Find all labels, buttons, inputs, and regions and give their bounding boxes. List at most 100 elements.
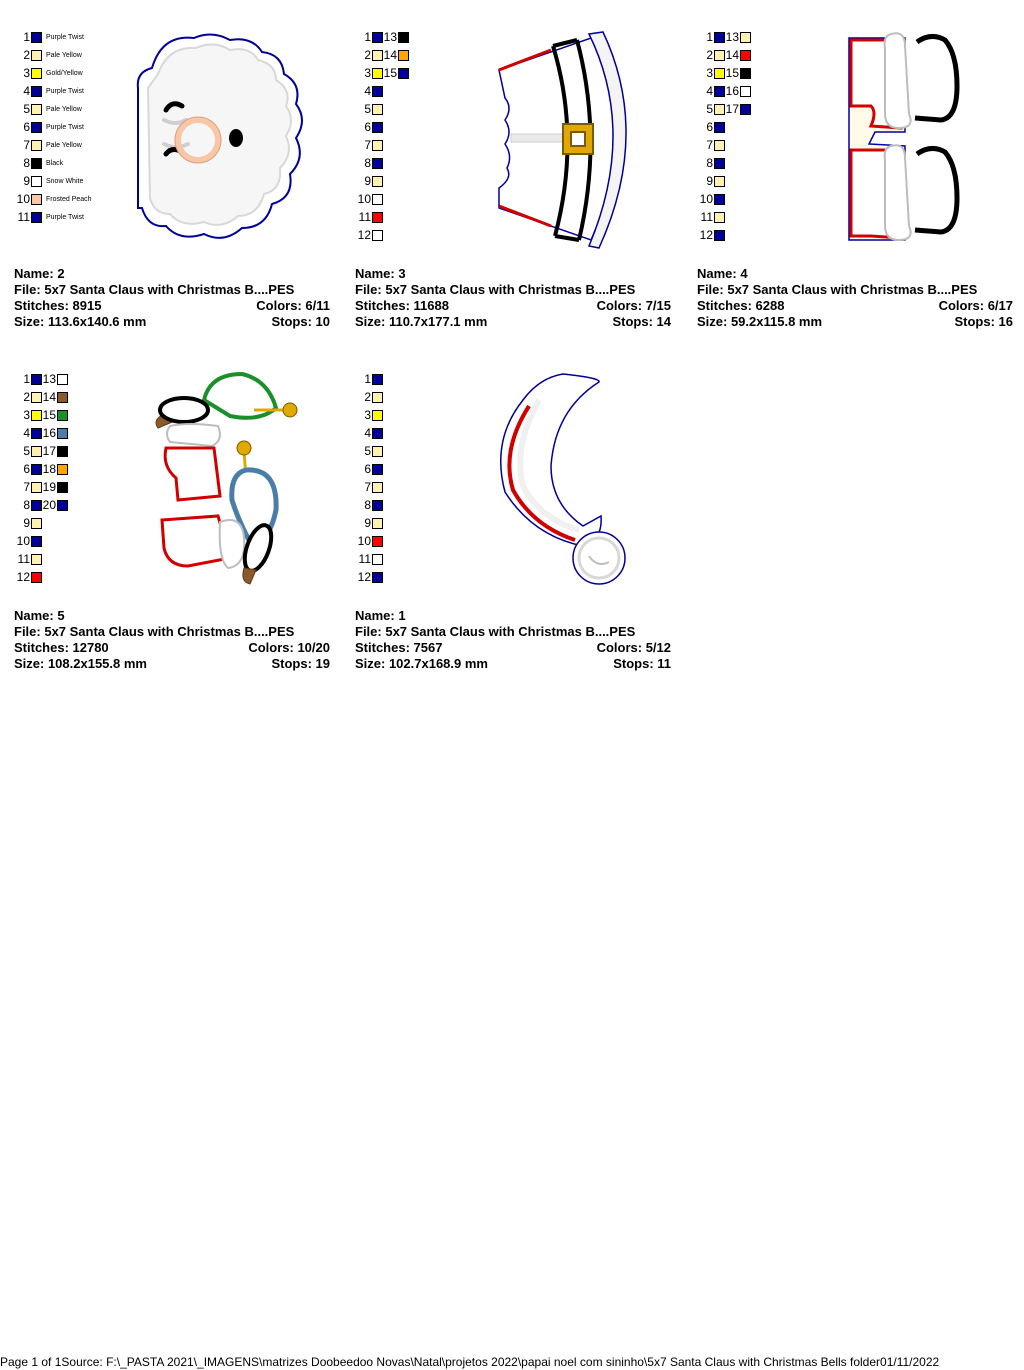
color-row: 3 xyxy=(697,64,725,82)
color-swatch xyxy=(31,409,42,421)
info-row: File: 5x7 Santa Claus with Christmas B..… xyxy=(697,282,1013,298)
page-number: Page 1 of 1 xyxy=(0,1355,62,1369)
color-swatch xyxy=(372,103,383,115)
color-row: 10 xyxy=(355,532,383,550)
design-name: Name: 5 xyxy=(14,608,65,623)
color-row: 16 xyxy=(723,82,751,100)
color-row: 13 xyxy=(723,28,751,46)
color-row: 20 xyxy=(40,496,68,514)
color-row: 2 xyxy=(14,388,42,406)
color-number: 7 xyxy=(364,480,371,494)
color-number: 1 xyxy=(706,30,713,44)
color-number: 10 xyxy=(357,192,371,206)
color-number: 13 xyxy=(383,30,397,44)
color-number: 11 xyxy=(700,210,713,224)
color-swatch xyxy=(372,409,383,421)
color-number: 6 xyxy=(23,120,30,134)
thread-name: Black xyxy=(46,159,64,167)
info-row: File: 5x7 Santa Claus with Christmas B..… xyxy=(14,282,330,298)
stitch-count: Stitches: 6288 xyxy=(697,298,785,313)
color-swatch xyxy=(31,391,42,403)
color-swatch xyxy=(31,31,42,43)
color-number: 10 xyxy=(16,192,30,206)
color-number: 6 xyxy=(23,462,30,476)
design-size: Size: 102.7x168.9 mm xyxy=(355,656,488,671)
color-number: 8 xyxy=(23,156,30,170)
design-preview-hat xyxy=(500,373,626,585)
color-row: 1 xyxy=(14,370,42,388)
color-number: 7 xyxy=(706,138,713,152)
color-swatch xyxy=(740,31,751,43)
stop-count: Stops: 14 xyxy=(612,314,671,329)
color-number: 6 xyxy=(364,462,371,476)
color-swatch xyxy=(714,229,725,241)
color-number: 4 xyxy=(364,426,371,440)
color-row: 4 xyxy=(355,82,383,100)
color-row: 5 xyxy=(355,442,383,460)
color-number: 10 xyxy=(16,534,30,548)
page-footer: Page 1 of 1Source: F:\_PASTA 2021\_IMAGE… xyxy=(0,1355,1024,1369)
color-row: 7 xyxy=(355,478,383,496)
color-row: 3 xyxy=(355,406,383,424)
color-swatch xyxy=(372,121,383,133)
color-swatch xyxy=(740,85,751,97)
color-swatch xyxy=(372,31,383,43)
color-number: 5 xyxy=(364,444,371,458)
color-row: 9 xyxy=(697,172,725,190)
color-number: 19 xyxy=(42,480,56,494)
color-row: 4 xyxy=(355,424,383,442)
color-swatch xyxy=(31,211,42,223)
color-row: 14 xyxy=(40,388,68,406)
color-swatch xyxy=(714,211,725,223)
color-swatch xyxy=(57,499,68,511)
color-row: 14 xyxy=(723,46,751,64)
color-number: 2 xyxy=(364,390,371,404)
color-swatch xyxy=(31,445,42,457)
color-row: 11 xyxy=(697,208,725,226)
color-row: 9 xyxy=(14,514,42,532)
color-swatch xyxy=(31,427,42,439)
color-row: 6 xyxy=(355,118,383,136)
color-swatch xyxy=(31,103,42,115)
color-swatch xyxy=(372,391,383,403)
thread-name: Pale Yellow xyxy=(46,141,82,149)
file-name: File: 5x7 Santa Claus with Christmas B..… xyxy=(355,282,636,297)
design-name: Name: 4 xyxy=(697,266,748,281)
color-number: 9 xyxy=(23,174,30,188)
color-swatch xyxy=(372,67,383,79)
color-number: 11 xyxy=(358,210,371,224)
color-number: 4 xyxy=(23,84,30,98)
color-row: 10 xyxy=(355,190,383,208)
color-number: 2 xyxy=(23,390,30,404)
color-number: 8 xyxy=(23,498,30,512)
color-row: 1 xyxy=(355,370,383,388)
color-swatch xyxy=(372,535,383,547)
color-swatch xyxy=(31,139,42,151)
color-number: 2 xyxy=(364,48,371,62)
color-row: 4 xyxy=(697,82,725,100)
color-row: 2 xyxy=(355,388,383,406)
source-path: Source: F:\_PASTA 2021\_IMAGENS\matrizes… xyxy=(61,1355,881,1369)
color-swatch xyxy=(31,157,42,169)
stitch-count: Stitches: 8915 xyxy=(14,298,102,313)
thread-name: Purple Twist xyxy=(46,213,84,221)
color-number: 6 xyxy=(364,120,371,134)
color-number: 17 xyxy=(725,102,739,116)
color-row: 7 xyxy=(14,478,42,496)
color-row: 3 xyxy=(14,406,42,424)
design-name: Name: 3 xyxy=(355,266,406,281)
color-swatch xyxy=(372,85,383,97)
color-swatch xyxy=(57,445,68,457)
color-number: 13 xyxy=(42,372,56,386)
